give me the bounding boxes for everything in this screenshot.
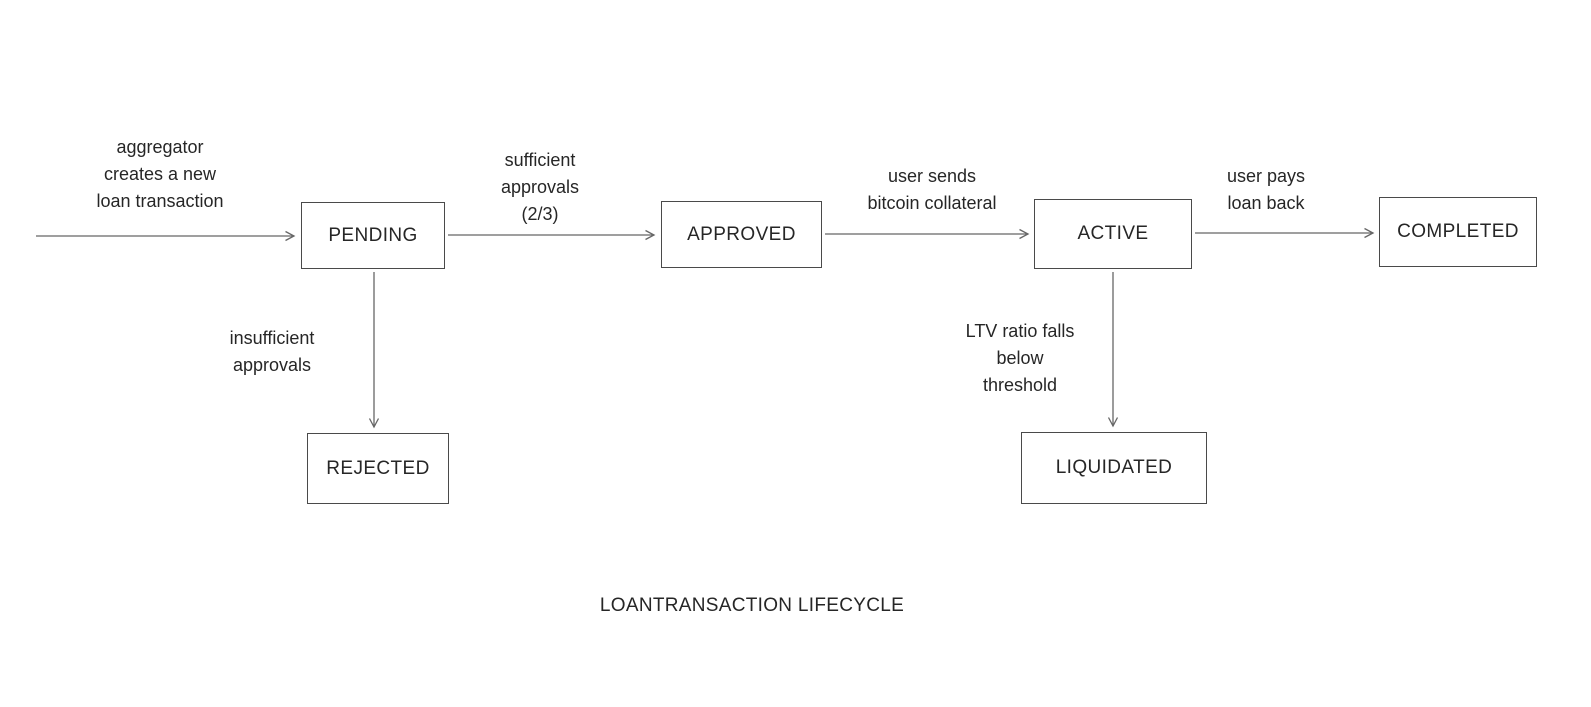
edge-label-pending-to-rejected: insufficient approvals — [229, 328, 315, 375]
node-approved: APPROVED — [661, 201, 822, 268]
node-completed: COMPLETED — [1379, 197, 1537, 267]
node-active: ACTIVE — [1034, 199, 1192, 269]
edge-label-active-to-liquidated: LTV ratio falls below threshold — [965, 321, 1075, 395]
diagram-title: LOANTRANSACTION LIFECYCLE — [599, 595, 905, 616]
edge-label-approved-to-active: user sends bitcoin collateral — [867, 166, 997, 213]
edge-label-pending-to-approved: sufficient approvals (2/3) — [500, 150, 580, 224]
node-liquidated: LIQUIDATED — [1021, 432, 1207, 504]
node-pending: PENDING — [301, 202, 445, 269]
edge-label-start-to-pending: aggregator creates a new loan transactio… — [96, 137, 224, 211]
edge-label-active-to-completed: user pays loan back — [1226, 166, 1306, 213]
node-rejected: REJECTED — [307, 433, 449, 504]
